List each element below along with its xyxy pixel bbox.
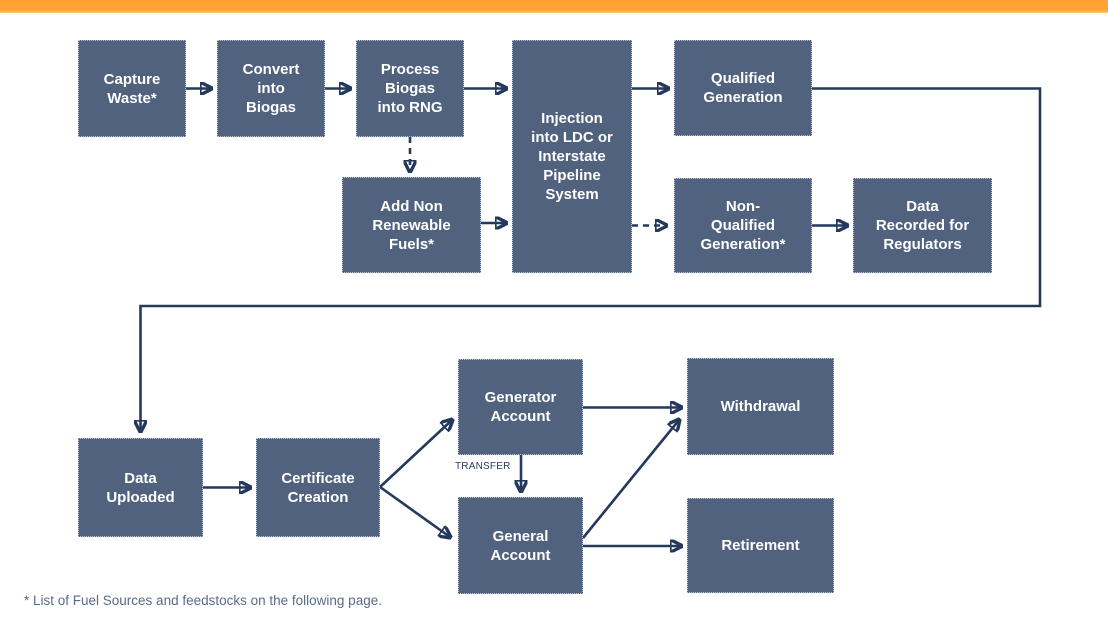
node-add-non-renewable-fuels: Add Non Renewable Fuels*: [342, 177, 481, 273]
node-process-biogas-into-rng: Process Biogas into RNG: [356, 40, 464, 137]
transfer-edge-label: TRANSFER: [455, 461, 511, 472]
node-retirement: Retirement: [687, 498, 834, 593]
node-non-qualified-generation: Non- Qualified Generation*: [674, 178, 812, 273]
node-general-account: General Account: [458, 497, 583, 594]
arrow-certificate-to-general: [379, 485, 450, 537]
node-convert-into-biogas: Convert into Biogas: [217, 40, 325, 137]
arrow-certificate-to-generator: [379, 420, 452, 488]
node-capture-waste: Capture Waste*: [78, 40, 186, 137]
node-injection-pipeline: Injection into LDC or Interstate Pipelin…: [512, 40, 632, 273]
node-data-recorded-regulators: Data Recorded for Regulators: [853, 178, 992, 273]
node-certificate-creation: Certificate Creation: [256, 438, 380, 537]
arrow-general-to-withdrawal: [581, 420, 679, 539]
node-generator-account: Generator Account: [458, 359, 583, 455]
footnote-text: * List of Fuel Sources and feedstocks on…: [24, 593, 382, 608]
node-qualified-generation: Qualified Generation: [674, 40, 812, 136]
orange-top-bar: [0, 0, 1108, 13]
node-withdrawal: Withdrawal: [687, 358, 834, 455]
node-data-uploaded: Data Uploaded: [78, 438, 203, 537]
